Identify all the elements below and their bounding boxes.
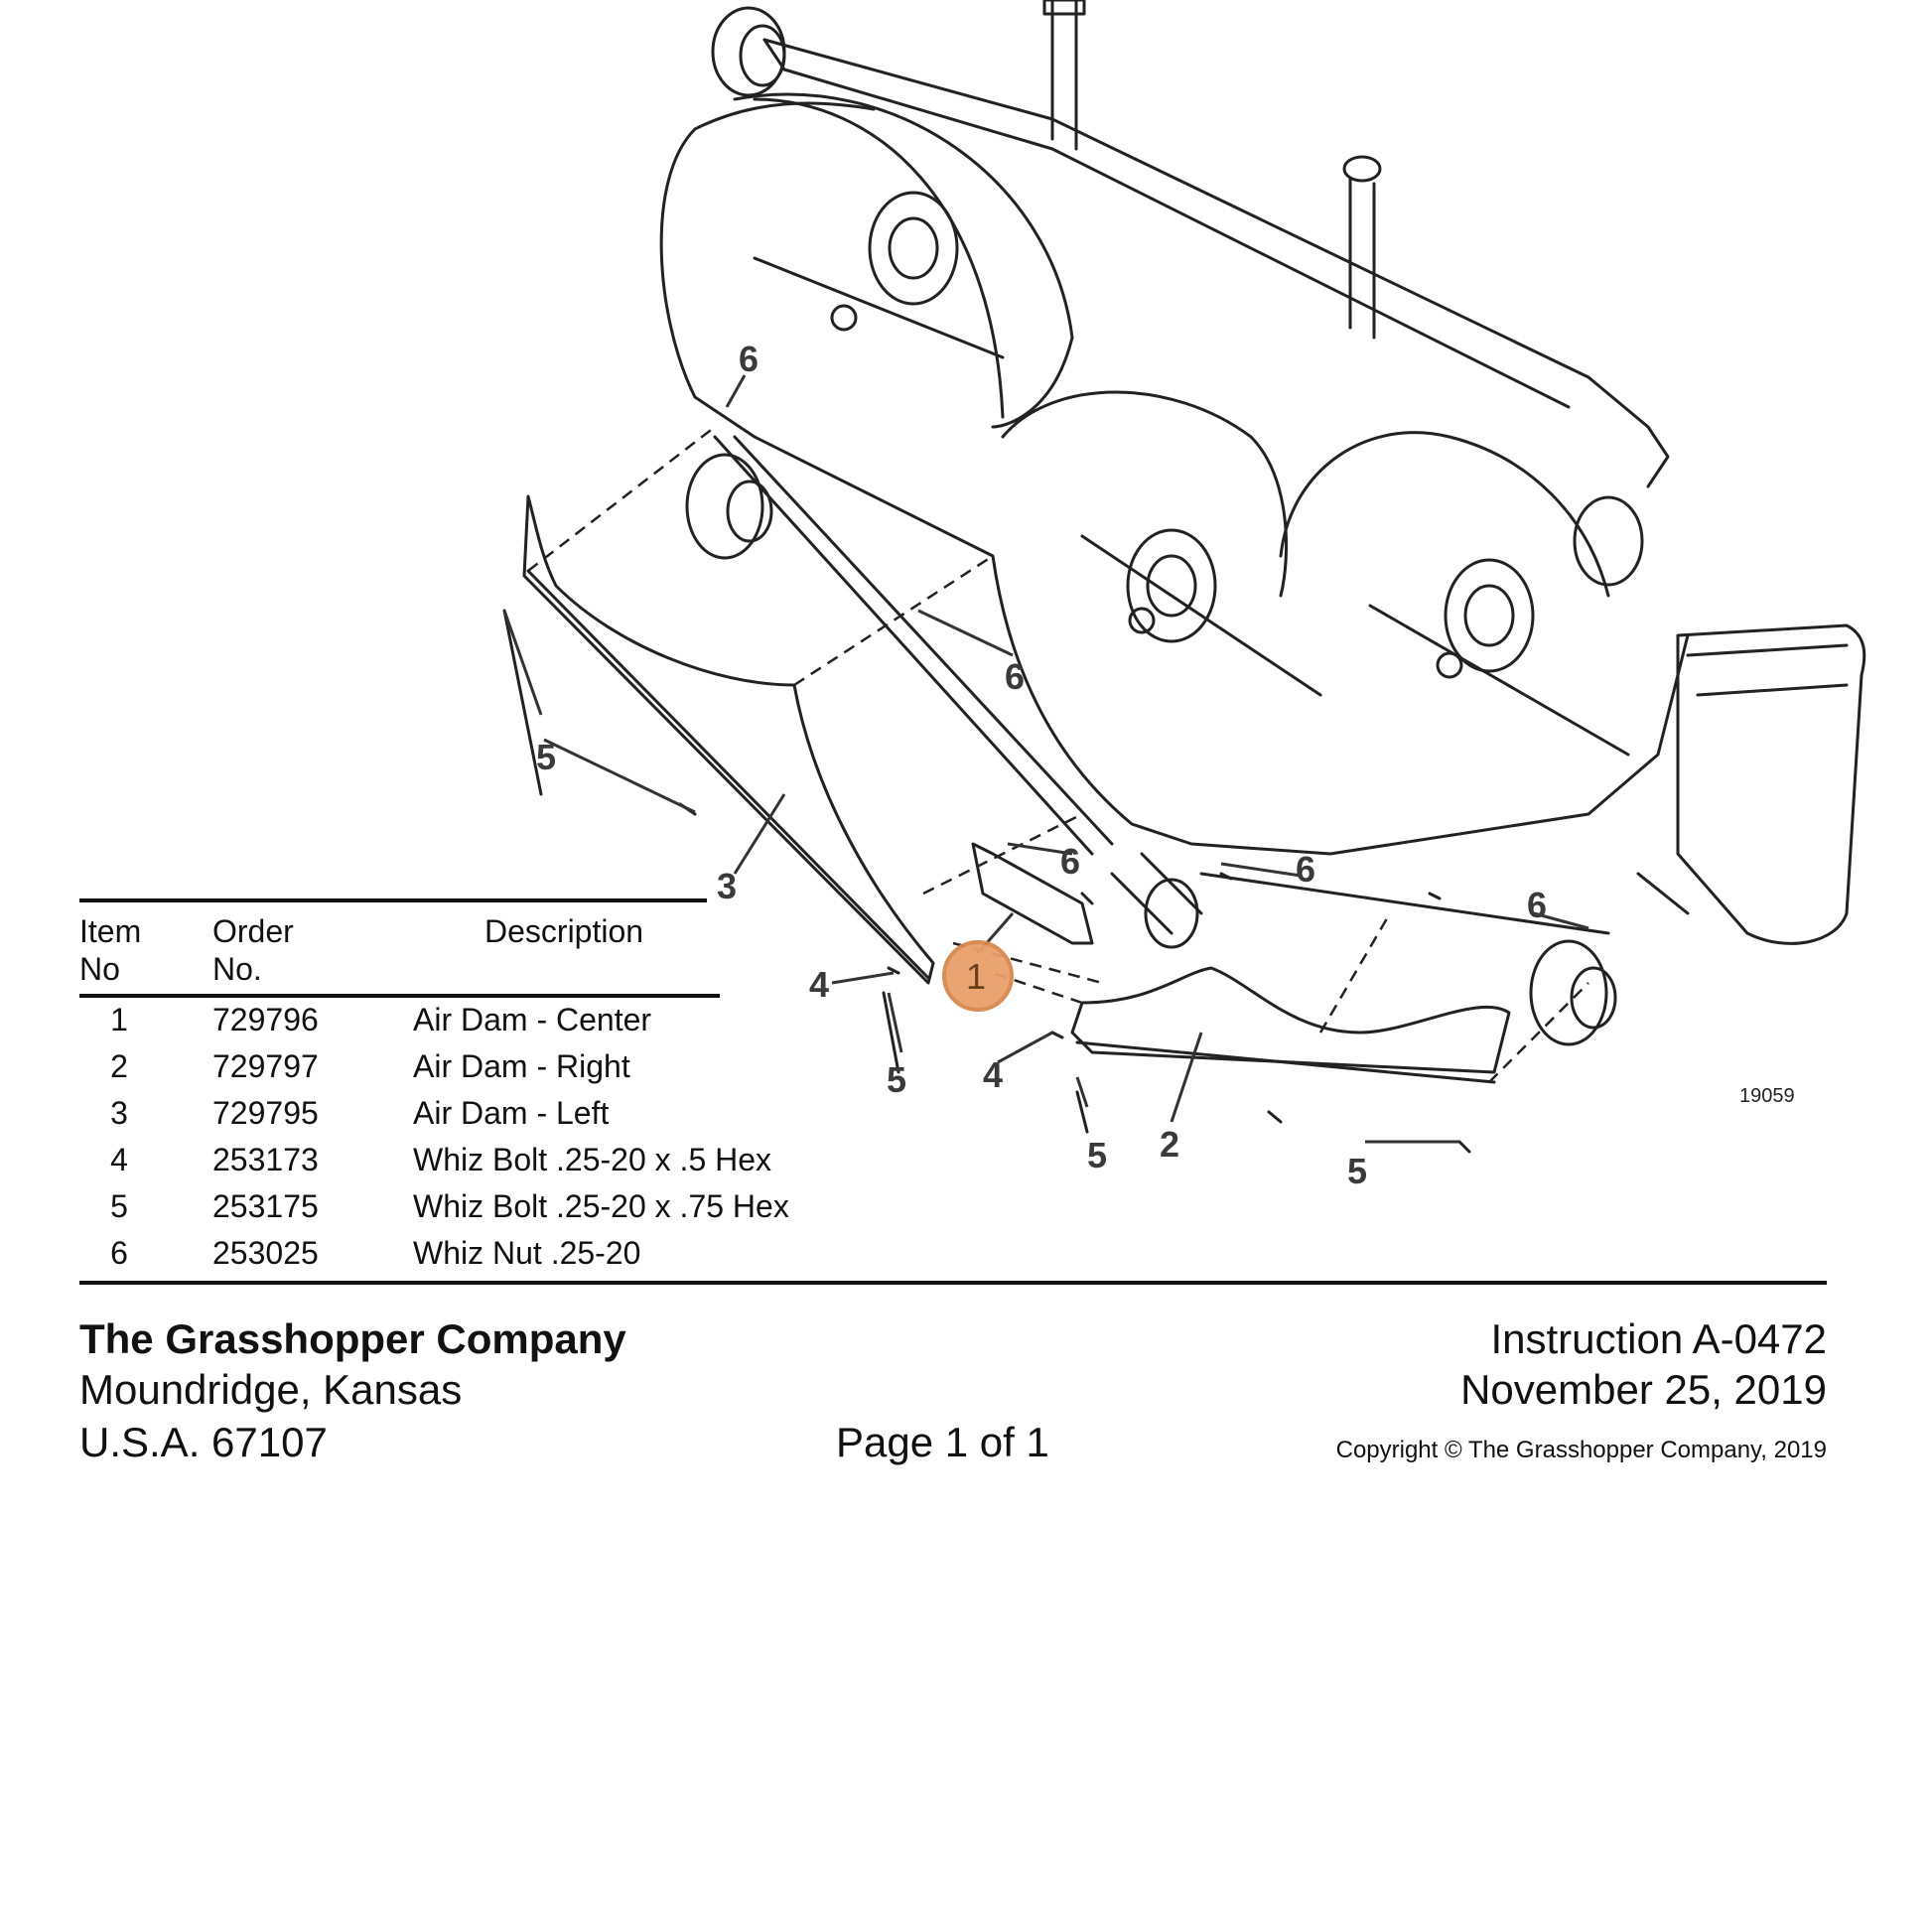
- cell-order-no: 253175: [212, 1188, 319, 1224]
- cell-item: 1: [110, 1002, 128, 1037]
- callout-5: 5: [1347, 1151, 1367, 1191]
- callout-5: 5: [887, 1059, 906, 1100]
- callout-5: 5: [536, 737, 556, 777]
- table-row: 4 253173 Whiz Bolt .25-20 x .5 Hex: [79, 1142, 834, 1188]
- cell-description: Air Dam - Right: [413, 1048, 630, 1084]
- table-row: 5 253175 Whiz Bolt .25-20 x .75 Hex: [79, 1188, 834, 1235]
- table-row: 1 729796 Air Dam - Center: [79, 1002, 834, 1048]
- mower-deck-drawing: [502, 0, 1866, 1154]
- table-row: 6 253025 Whiz Nut .25-20: [79, 1235, 834, 1282]
- header-item-no: Item No: [79, 913, 142, 987]
- page-number: Page 1 of 1: [836, 1419, 1049, 1465]
- company-city: Moundridge, Kansas: [79, 1366, 463, 1413]
- cell-order-no: 253025: [212, 1235, 319, 1271]
- table-row: 2 729797 Air Dam - Right: [79, 1048, 834, 1095]
- callout-6: 6: [1296, 849, 1315, 890]
- cell-item: 4: [110, 1142, 128, 1177]
- cell-order-no: 253173: [212, 1142, 319, 1177]
- cell-item: 2: [110, 1048, 128, 1084]
- cell-item: 6: [110, 1235, 128, 1271]
- cell-order-no: 729796: [212, 1002, 319, 1037]
- callout-6: 6: [739, 339, 759, 379]
- callout-4: 4: [983, 1054, 1003, 1095]
- header-description: Description: [484, 913, 644, 949]
- table-header-rule: [79, 994, 720, 998]
- callout-1: 1: [966, 956, 986, 997]
- table-row: 3 729795 Air Dam - Left: [79, 1095, 834, 1142]
- callout-3: 3: [717, 866, 737, 906]
- document-date: November 25, 2019: [1460, 1366, 1827, 1413]
- figure-number: 19059: [1739, 1085, 1795, 1107]
- exploded-view-diagram: 6 6 6 6 6 5 5 5 5 4 4 3 2 1 19059: [502, 0, 1866, 1191]
- callout-6: 6: [1527, 885, 1547, 925]
- cell-description: Whiz Bolt .25-20 x .5 Hex: [413, 1142, 772, 1177]
- callout-4: 4: [809, 964, 829, 1005]
- cell-description: Air Dam - Center: [413, 1002, 652, 1037]
- callout-2: 2: [1160, 1124, 1179, 1165]
- footer-divider: [79, 1281, 1827, 1285]
- company-address: U.S.A. 67107: [79, 1419, 328, 1465]
- table-top-rule: [79, 898, 707, 902]
- assembly-dash-lines: [527, 426, 1589, 1083]
- header-order-no: Order No.: [212, 913, 294, 987]
- instruction-number: Instruction A-0472: [1490, 1315, 1827, 1362]
- cell-order-no: 729795: [212, 1095, 319, 1131]
- cell-order-no: 729797: [212, 1048, 319, 1084]
- cell-description: Air Dam - Left: [413, 1095, 610, 1131]
- callout-6: 6: [1060, 841, 1080, 882]
- cell-item: 5: [110, 1188, 128, 1224]
- highlight-marker: [942, 940, 1014, 1012]
- cell-item: 3: [110, 1095, 128, 1131]
- cell-description: Whiz Bolt .25-20 x .75 Hex: [413, 1188, 789, 1224]
- copyright-notice: Copyright © The Grasshopper Company, 201…: [1335, 1437, 1827, 1463]
- company-name: The Grasshopper Company: [79, 1315, 626, 1362]
- callout-5: 5: [1087, 1135, 1107, 1175]
- callout-numbers: 6 6 6 6 6 5 5 5 5 4 4 3 2 1 19059: [536, 339, 1795, 1191]
- cell-description: Whiz Nut .25-20: [413, 1235, 641, 1271]
- callout-6: 6: [1005, 656, 1025, 697]
